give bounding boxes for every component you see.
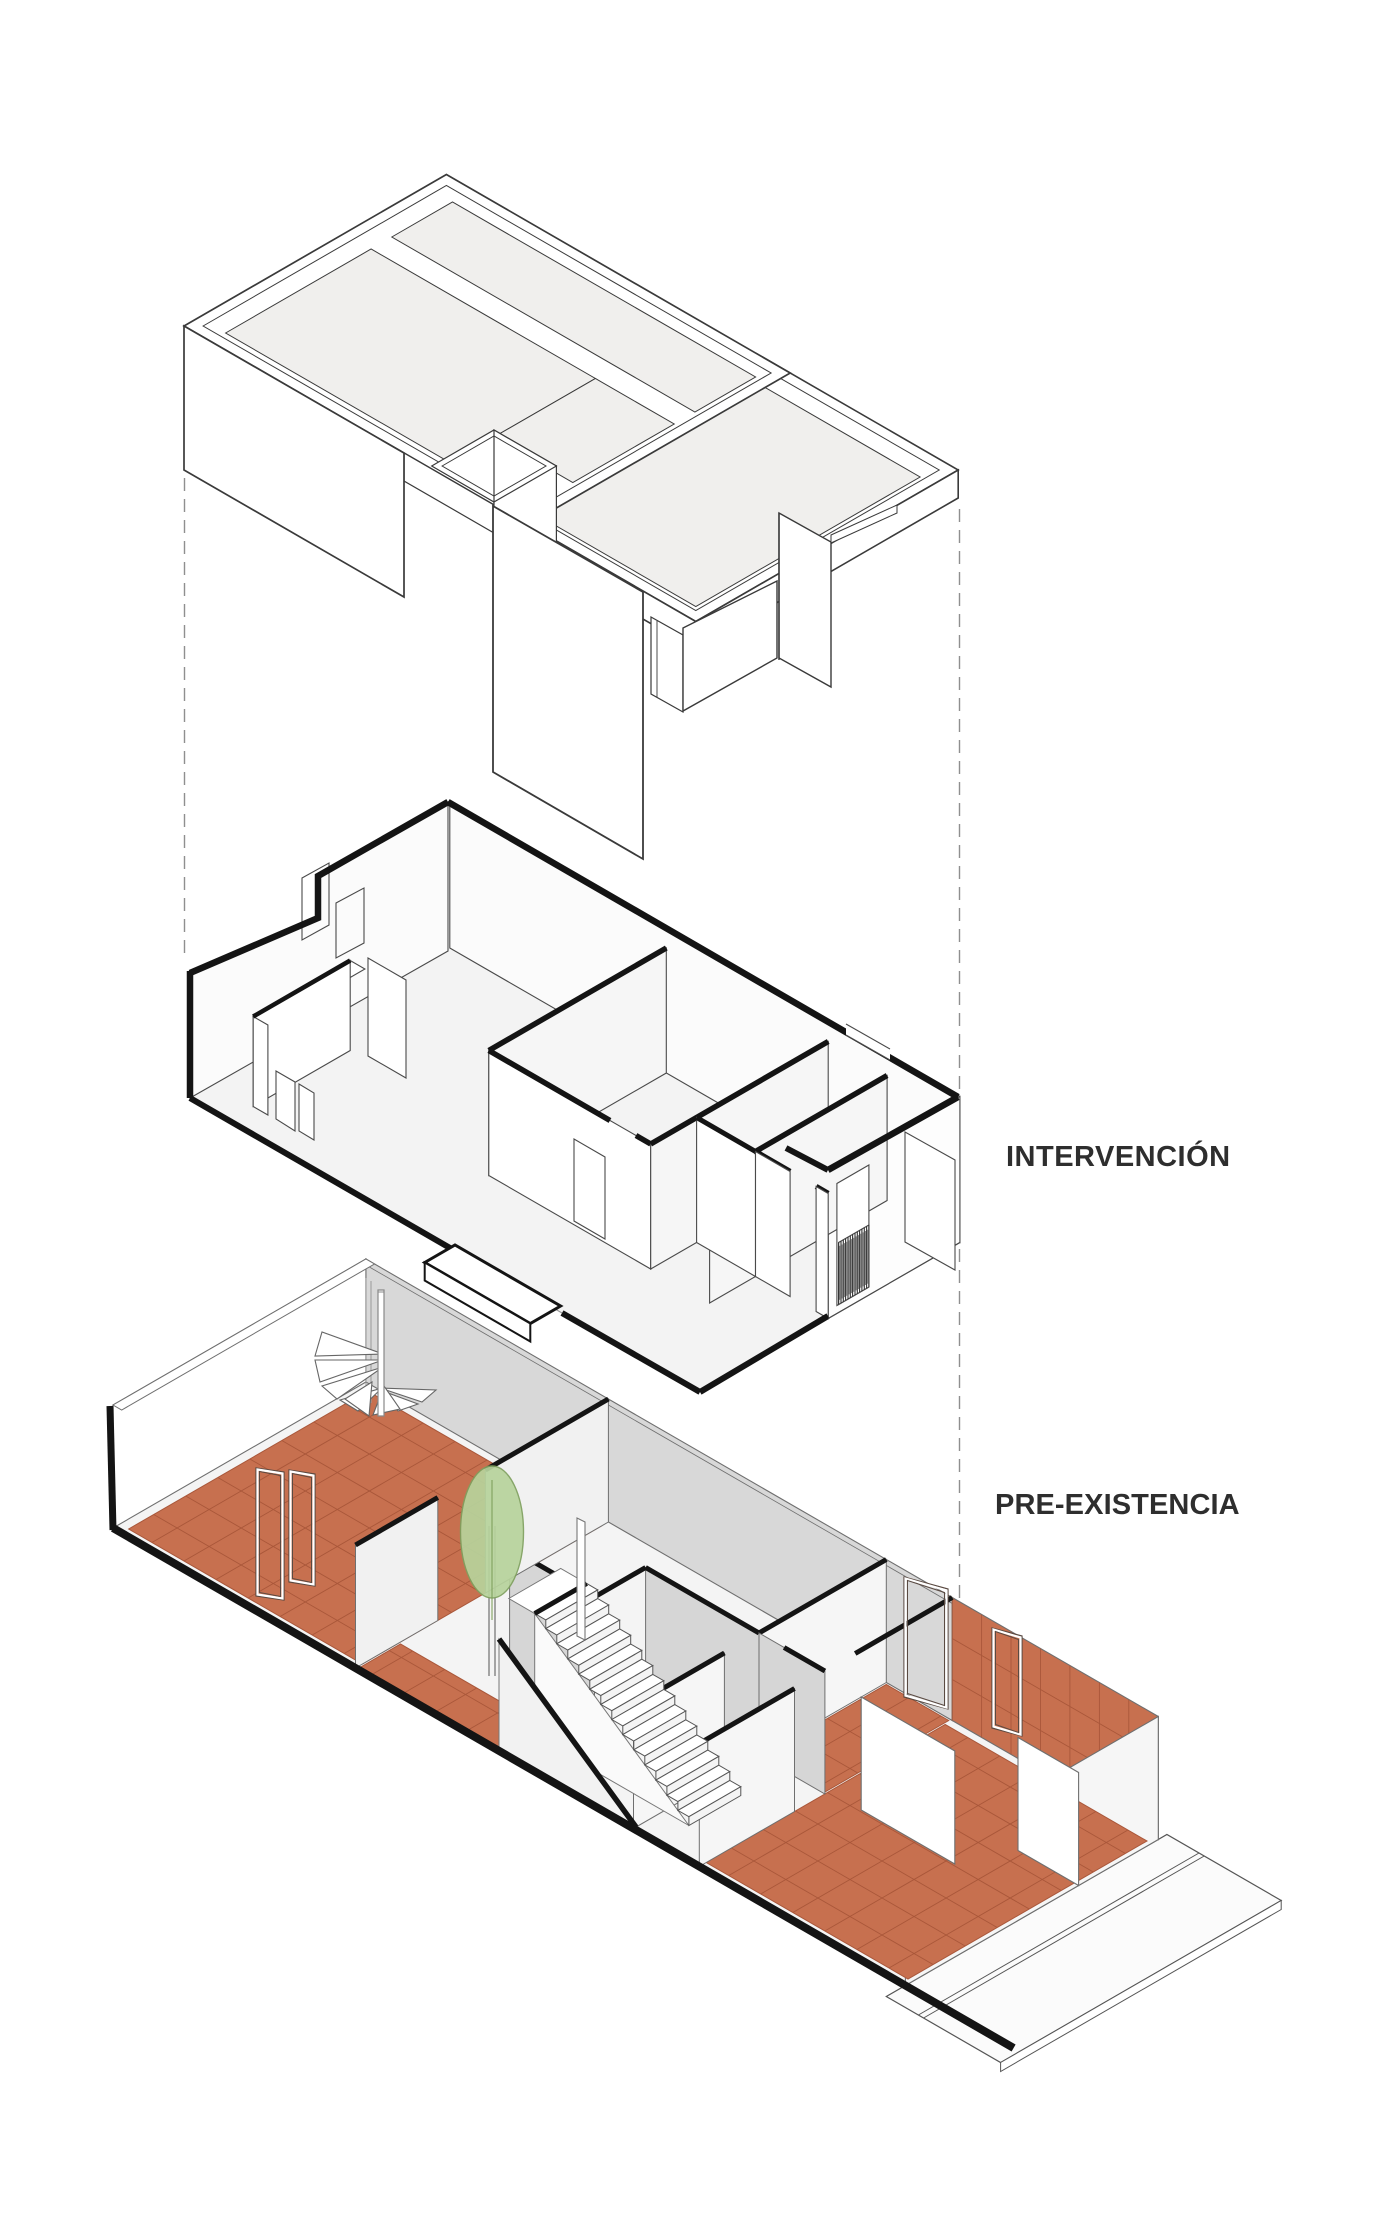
svg-text:INTERVENCIÓN: INTERVENCIÓN	[1006, 1139, 1231, 1173]
svg-text:PRE-EXISTENCIA: PRE-EXISTENCIA	[995, 1489, 1240, 1521]
